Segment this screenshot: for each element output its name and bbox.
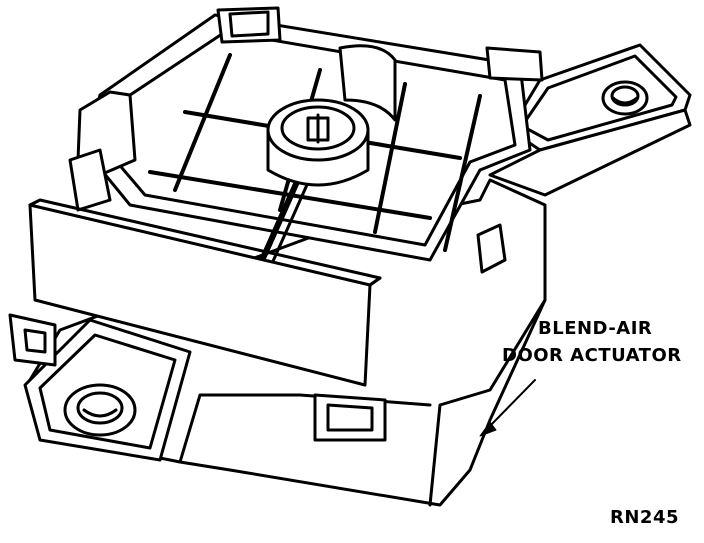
- callout-label-line2: DOOR ACTUATOR: [502, 345, 682, 366]
- top-clips: [68, 6, 544, 212]
- callout-leader-arrow: [479, 379, 536, 437]
- right-mounting-ear: [488, 43, 692, 197]
- figure-id-label: RN245: [610, 507, 679, 528]
- center-hub: [266, 44, 397, 187]
- front-clip: [313, 393, 387, 442]
- callout-label-line1: BLEND-AIR: [538, 318, 653, 339]
- left-mounting-ear: [8, 313, 192, 462]
- side-clip: [476, 223, 507, 274]
- front-plate: [28, 198, 382, 387]
